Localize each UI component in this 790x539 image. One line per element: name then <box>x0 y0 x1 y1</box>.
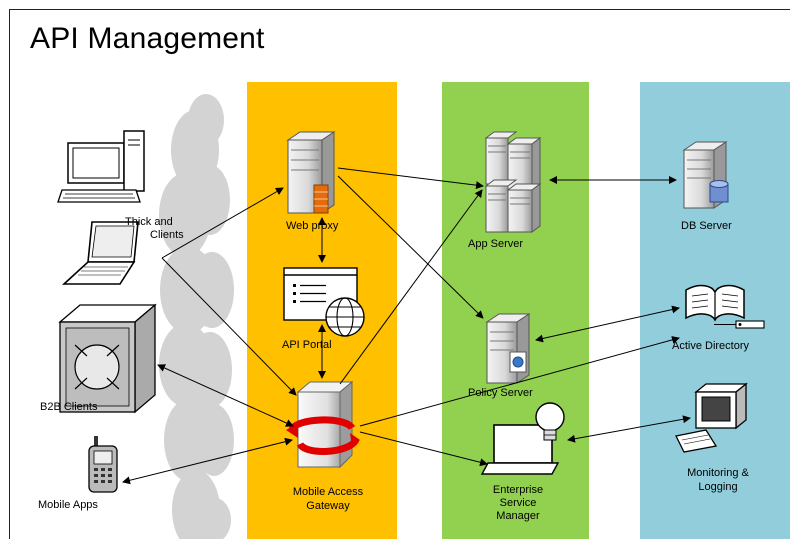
connector-webproxy-appserver <box>337 167 484 190</box>
monitoring-workstation-icon <box>675 382 748 453</box>
connector-gateway-appserver <box>339 189 483 385</box>
connectors <box>122 167 691 485</box>
policy-server-label: Policy Server <box>468 387 533 399</box>
laptop-icon <box>61 221 139 285</box>
mobile-apps-label: Mobile Apps <box>38 499 98 511</box>
web-proxy-label: Web proxy <box>286 220 339 232</box>
frame-top-border <box>9 9 790 10</box>
db-server-label: DB Server <box>681 220 732 232</box>
internet-cloud <box>159 94 234 539</box>
mobile-phone-icon <box>88 436 118 493</box>
app-server-label: App Server <box>468 238 524 250</box>
monitoring-label-line1: Monitoring & <box>687 467 749 479</box>
b2b-server-icon <box>58 303 157 414</box>
connector-b2b-gateway <box>157 364 294 427</box>
api-portal-label: API Portal <box>282 339 332 351</box>
app-server-cluster-icon <box>484 131 542 233</box>
esm-label-line2: Service <box>499 497 537 509</box>
thick-clients-label: Thick and <box>125 216 173 228</box>
policy-server-icon <box>485 313 531 384</box>
active-directory-label: Active Directory <box>672 340 750 352</box>
connector-esm-monitoring <box>567 415 691 443</box>
desktop-computer-icon <box>57 130 145 203</box>
thick-clients-label-line2: Clients <box>150 229 184 241</box>
gateway-label-line2: Gateway <box>306 500 350 512</box>
connector-laptop-webproxy <box>161 187 284 259</box>
monitoring-label-line2: Logging <box>698 481 738 493</box>
connector-policy-ad <box>535 305 680 343</box>
connector-gateway-ad <box>359 336 680 427</box>
active-directory-icon <box>685 284 765 329</box>
frame-left-border <box>9 9 10 539</box>
connector-gateway-esm <box>359 431 488 467</box>
b2b-clients-label: B2B Clients <box>40 401 98 413</box>
diagram-title: API Management <box>30 22 265 55</box>
gateway-appliance-icon <box>286 380 360 469</box>
enterprise-service-manager-icon <box>480 402 565 475</box>
esm-label-line3: Manager <box>496 510 540 522</box>
connector-mobile-gateway <box>122 437 293 485</box>
db-server-icon <box>682 141 729 209</box>
gateway-label-line1: Mobile Access <box>292 486 364 498</box>
esm-label-line1: Enterprise <box>492 484 544 496</box>
api-portal-icon <box>283 267 365 337</box>
web-proxy-server-icon <box>286 131 336 214</box>
connector-webproxy-policy <box>337 175 484 319</box>
